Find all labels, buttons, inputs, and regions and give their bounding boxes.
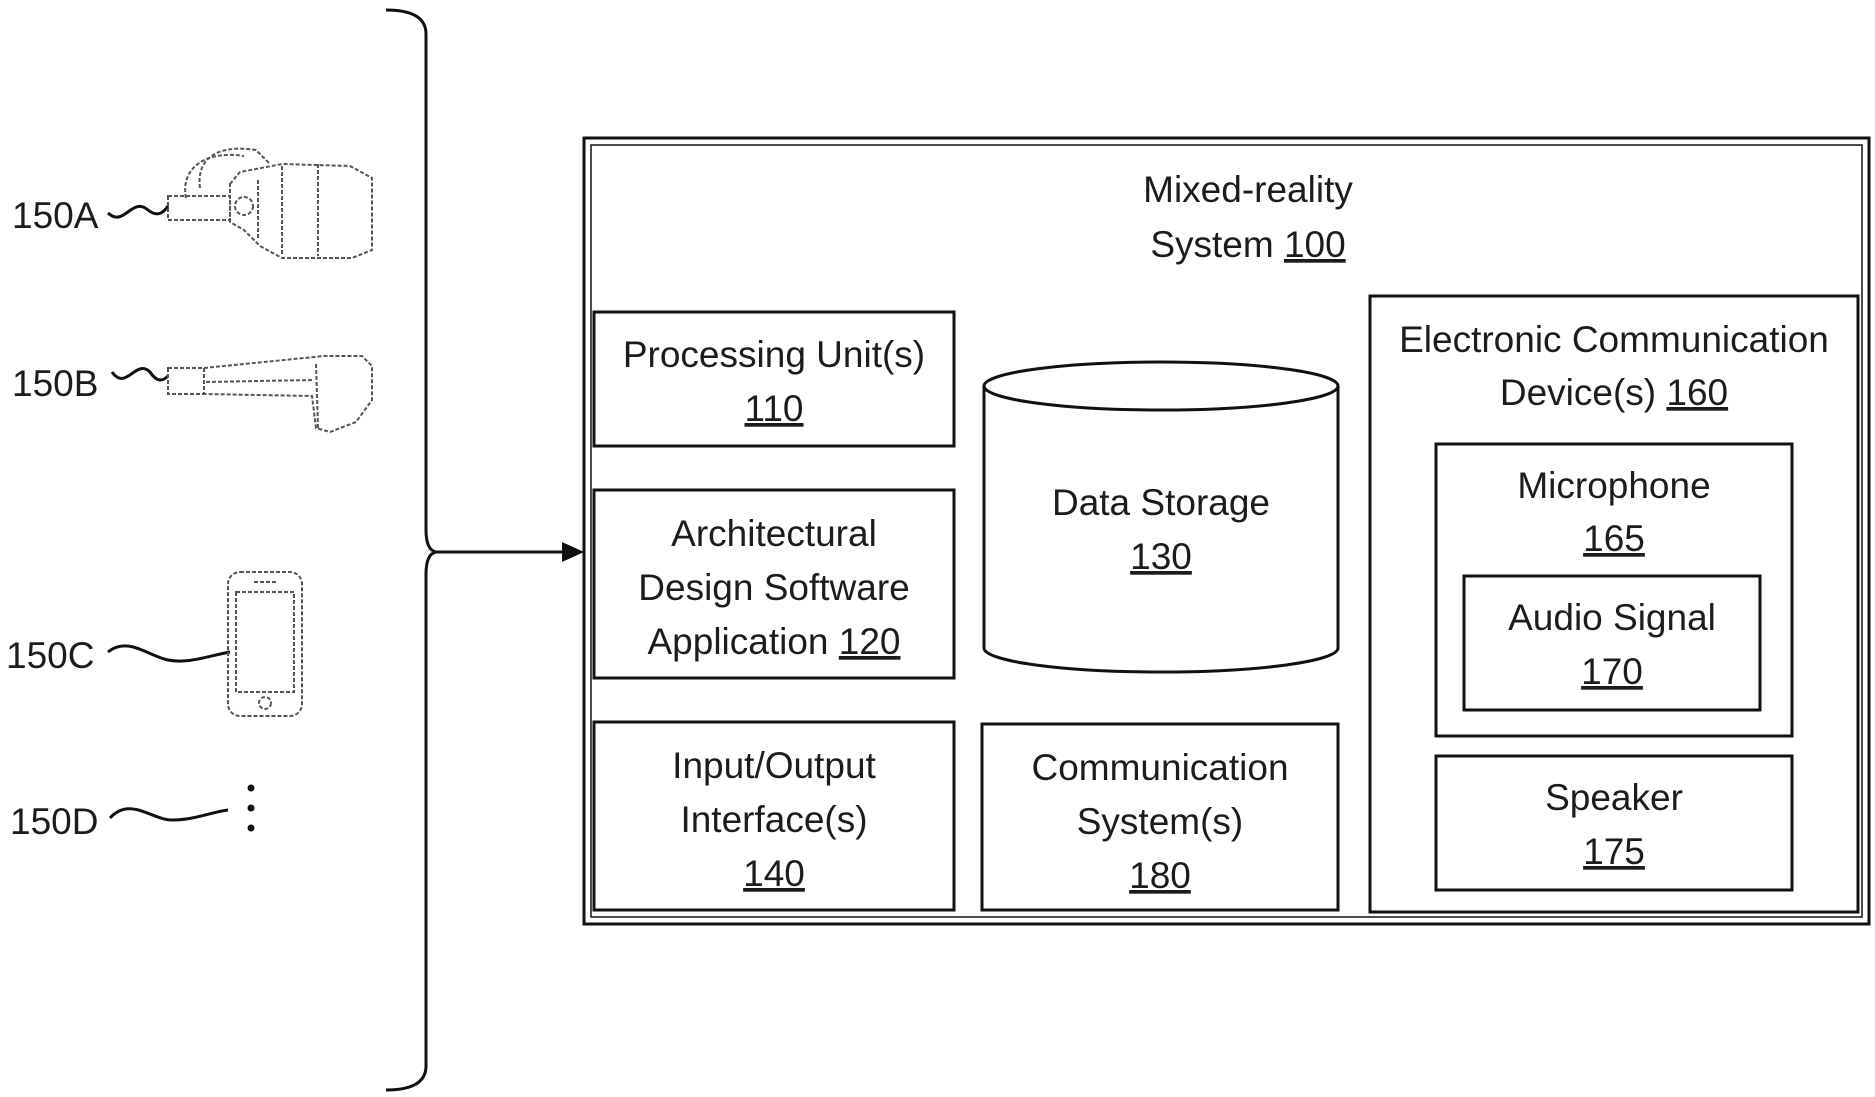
smartphone-icon (227, 571, 303, 717)
device-150a: 150A (12, 147, 373, 259)
audio-signal-box: Audio Signal 170 (1462, 574, 1762, 712)
audio-signal-label: Audio Signal (1508, 597, 1716, 638)
io-line1: Input/Output (672, 745, 876, 786)
comm-ref: 180 (1129, 855, 1191, 896)
grouping-brace (385, 8, 437, 1092)
audio-signal-ref: 170 (1581, 651, 1643, 692)
data-storage-cylinder: Data Storage 130 (982, 360, 1340, 674)
io-ref: 140 (743, 853, 805, 894)
vr-headset-icon (167, 147, 373, 259)
processing-unit-label: Processing Unit(s) (623, 334, 925, 375)
arch-line3: Application 120 (647, 621, 900, 662)
microphone-ref: 165 (1583, 518, 1645, 559)
arch-line2: Design Software (638, 567, 909, 608)
processing-unit-ref: 110 (745, 388, 804, 429)
device-label: 150D (10, 801, 98, 842)
device-label: 150C (6, 635, 94, 676)
data-storage-ref: 130 (1130, 536, 1192, 577)
device-150b: 150B (12, 355, 373, 434)
electronic-communication-device-box: Electronic Communication Device(s) 160 (1368, 294, 1860, 914)
device-150c: 150C (6, 571, 303, 717)
arch-line1: Architectural (671, 513, 877, 554)
communication-system-box: Communication System(s) 180 (980, 722, 1340, 912)
processing-unit-box: Processing Unit(s) 110 (592, 310, 956, 448)
data-storage-label: Data Storage (1052, 482, 1270, 523)
device-150d: 150D (10, 784, 255, 842)
mixed-reality-system-box: Mixed-reality System 100 (582, 136, 1871, 926)
system-title-line1: Mixed-reality (1143, 169, 1353, 210)
architectural-design-software-box: Architectural Design Software Applicatio… (592, 488, 956, 680)
system-title-line2: System 100 (1150, 224, 1345, 265)
speaker-box: Speaker 175 (1434, 754, 1794, 892)
ecd-line1: Electronic Communication (1399, 319, 1829, 360)
connection-arrow (436, 542, 584, 562)
ar-glasses-icon (167, 355, 373, 434)
ecd-line2: Device(s) 160 (1500, 372, 1728, 413)
comm-line2: System(s) (1077, 801, 1244, 842)
io-interface-box: Input/Output Interface(s) 140 (592, 720, 956, 912)
device-label: 150B (12, 363, 98, 404)
speaker-ref: 175 (1583, 831, 1645, 872)
comm-line1: Communication (1031, 747, 1288, 788)
device-label: 150A (12, 195, 99, 236)
microphone-box: Microphone 165 (1434, 442, 1794, 738)
microphone-label: Microphone (1517, 465, 1710, 506)
ellipsis-icon (247, 784, 255, 832)
speaker-label: Speaker (1545, 777, 1683, 818)
io-line2: Interface(s) (680, 799, 867, 840)
